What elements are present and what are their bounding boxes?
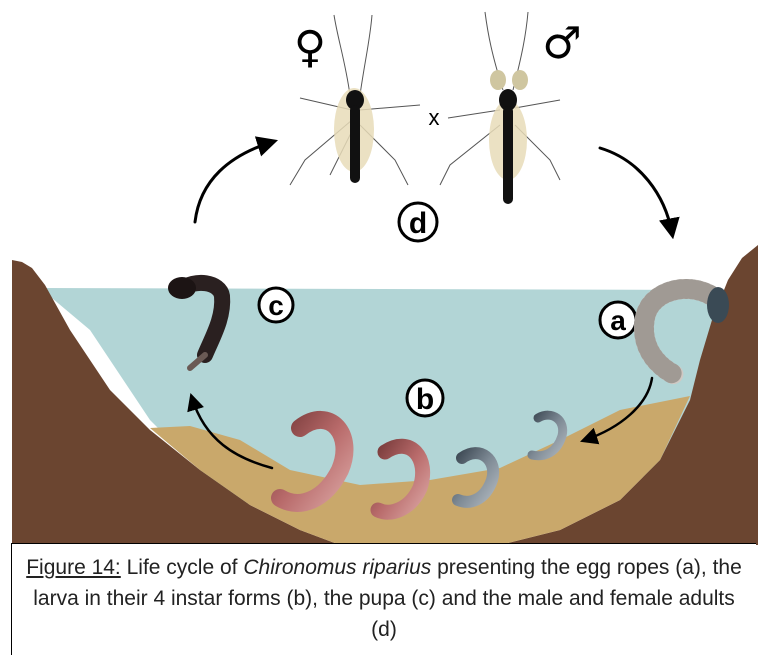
figure-caption: Figure 14: Life cycle of Chironomus ripa… xyxy=(11,543,756,655)
label-c: c xyxy=(259,288,293,322)
caption-lead: Figure 14: xyxy=(26,556,121,579)
label-b: b xyxy=(407,380,443,416)
label-a-text: a xyxy=(610,305,626,336)
arrow-pupa-to-adult xyxy=(195,142,272,222)
label-a: a xyxy=(600,302,636,338)
male-symbol: ♂ xyxy=(542,18,581,69)
caption-text-1: Life cycle of xyxy=(121,556,244,579)
female-symbol: ♀ xyxy=(294,22,326,73)
label-d-text: d xyxy=(409,207,427,240)
label-d: d xyxy=(399,203,437,241)
caption-species: Chironomus riparius xyxy=(243,556,431,579)
life-cycle-diagram: ♀ ♂ x d c a b xyxy=(0,0,758,545)
cross-sign: x xyxy=(429,105,440,130)
label-b-text: b xyxy=(416,383,434,416)
arrow-adult-to-eggs xyxy=(600,148,672,233)
label-c-text: c xyxy=(268,290,284,321)
